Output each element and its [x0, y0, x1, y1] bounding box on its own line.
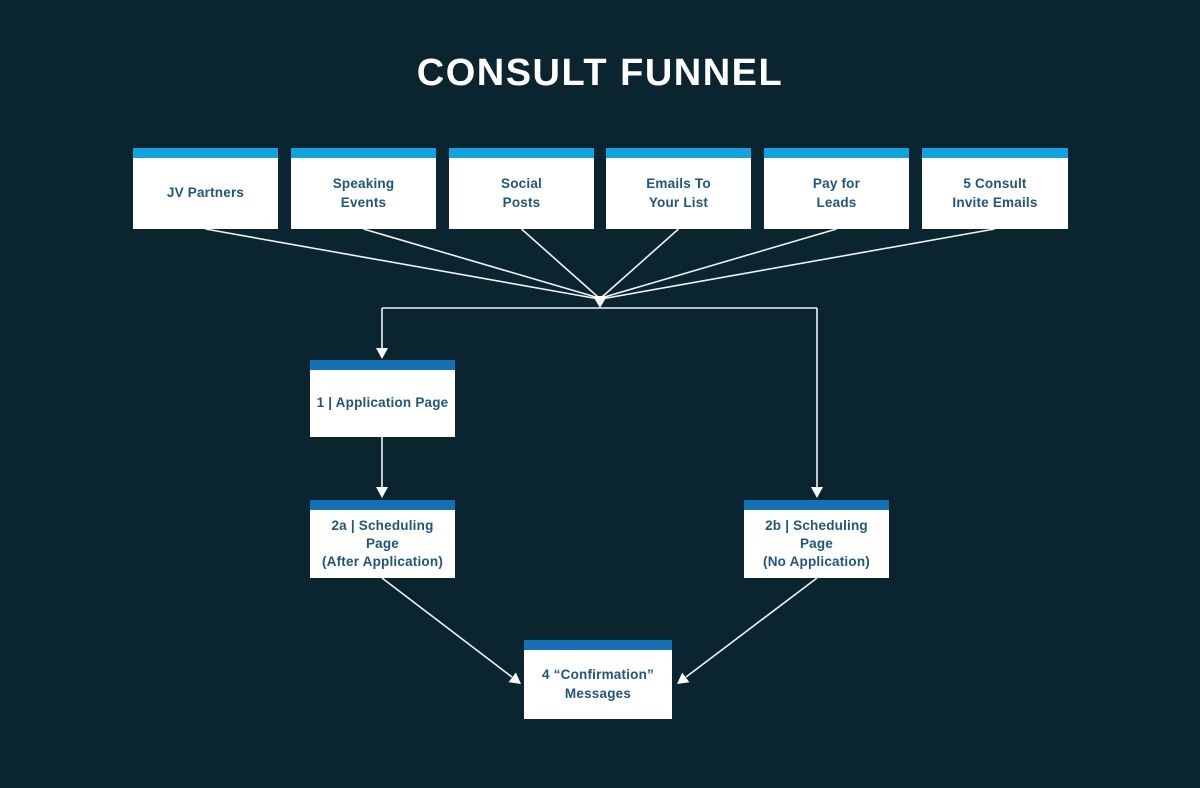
edge-speaking-events: [363, 228, 600, 299]
edge-scheduling-after-to-confirmation: [381, 577, 513, 678]
node-top-bar: [764, 148, 909, 158]
node-top-bar: [524, 640, 672, 650]
node-label: Emails To Your List: [646, 176, 711, 210]
node-top-bar: [449, 148, 594, 158]
junction-arrowhead-icon: [593, 296, 607, 308]
node-emails-to-your-list: Emails To Your List: [606, 148, 751, 229]
scheduling-no-arrowhead-icon: [811, 487, 823, 498]
edge-scheduling-no-to-confirmation: [685, 577, 818, 678]
node-social-posts: Social Posts: [449, 148, 594, 229]
edge-emails-to-your-list: [601, 228, 680, 298]
confirmation-left-arrowhead-icon: [508, 672, 521, 684]
node-jv-partners: JV Partners: [133, 148, 278, 229]
node-scheduling-page-after-application: 2a | Scheduling Page (After Application): [310, 500, 455, 578]
edge-jv-partners: [205, 228, 600, 300]
confirmation-right-arrowhead-icon: [677, 672, 690, 684]
node-pay-for-leads: Pay for Leads: [764, 148, 909, 229]
node-label: JV Partners: [166, 185, 245, 201]
node-top-bar: [310, 500, 455, 510]
edge-social-posts: [520, 228, 599, 298]
node-label: 2b | Scheduling Page (No Application): [763, 517, 870, 570]
node-consult-invite-emails: 5 Consult Invite Emails: [922, 148, 1068, 229]
node-top-bar: [291, 148, 436, 158]
node-scheduling-page-no-application: 2b | Scheduling Page (No Application): [744, 500, 889, 578]
node-speaking-events: Speaking Events: [291, 148, 436, 229]
diagram-title: CONSULT FUNNEL: [416, 52, 784, 94]
node-application-page: 1 | Application Page: [310, 360, 455, 437]
node-label: Social Posts: [501, 176, 542, 210]
node-top-bar: [744, 500, 889, 510]
node-label: 5 Consult Invite Emails: [952, 176, 1038, 210]
node-top-bar: [606, 148, 751, 158]
node-confirmation-messages: 4 “Confirmation” Messages: [524, 640, 672, 719]
node-top-bar: [133, 148, 278, 158]
node-top-bar: [922, 148, 1068, 158]
scheduling-after-arrowhead-icon: [376, 487, 388, 498]
node-label: Speaking Events: [332, 176, 395, 210]
node-top-bar: [310, 360, 455, 370]
node-label: 4 “Confirmation” Messages: [542, 667, 654, 701]
application-arrowhead-icon: [376, 348, 388, 359]
edge-consult-invite-emails: [600, 228, 995, 300]
node-label: 1 | Application Page: [316, 395, 449, 411]
node-label: Pay for Leads: [812, 176, 861, 210]
node-label: 2a | Scheduling Page (After Application): [321, 517, 444, 570]
edge-pay-for-leads: [600, 228, 837, 299]
